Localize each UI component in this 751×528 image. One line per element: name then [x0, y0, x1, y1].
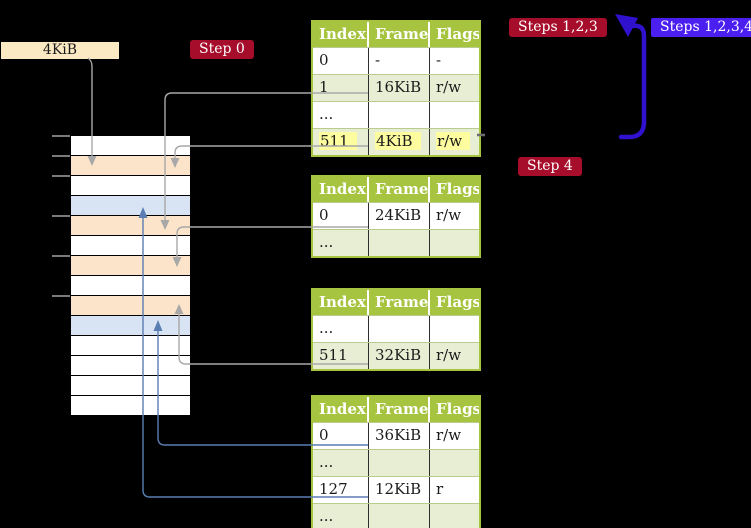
memory-frame-row — [71, 176, 190, 196]
header-frame: Frame — [369, 397, 430, 422]
table-row: ... — [313, 101, 479, 128]
table-row: ... — [313, 315, 479, 342]
memory-frame-row — [71, 216, 190, 236]
cell-index: ... — [313, 230, 369, 256]
badge-step-4: Step 4 — [518, 157, 582, 176]
badge-steps-1-2-3: Steps 1,2,3 — [509, 18, 607, 37]
cell-frame: 24KiB — [369, 203, 430, 229]
memory-frame-row — [71, 156, 190, 176]
cell-frame: 32KiB — [369, 343, 430, 369]
table-row: ... — [313, 229, 479, 256]
header-flags: Flags — [436, 25, 479, 43]
table-row: ... — [313, 449, 479, 476]
cell-frame: 36KiB — [369, 423, 430, 449]
cell-index: 511 — [313, 343, 369, 369]
table-row: 1 16KiB r/w — [313, 74, 479, 101]
badge-steps-1-2-3-4: Steps 1,2,3,4 — [651, 18, 751, 37]
cell-index: 511 — [313, 129, 369, 155]
page-table-3: Index Frame Flags ... 511 32KiB r/w — [311, 288, 481, 371]
arrow-steps-loop — [615, 14, 647, 140]
cell-flags — [430, 102, 479, 128]
cell-flags — [430, 450, 479, 476]
cell-index: ... — [313, 450, 369, 476]
header-index: Index — [313, 177, 369, 202]
cell-frame — [369, 230, 430, 256]
cell-frame — [369, 316, 430, 342]
table-row: 511 32KiB r/w — [313, 342, 479, 369]
cell-index: ... — [313, 504, 369, 528]
frame-size-label: 4KiB — [1, 42, 119, 59]
table-header-row: Index Frame Flags — [313, 177, 479, 202]
table-header-row: Index Frame Flags — [313, 290, 479, 315]
cell-frame — [369, 102, 430, 128]
header-frame: Frame — [369, 177, 430, 202]
page-table-4: Index Frame Flags 0 36KiB r/w ... 127 12… — [311, 395, 481, 528]
memory-frame-row — [71, 296, 190, 316]
cell-frame: 12KiB — [369, 477, 430, 503]
cell-flags: r/w — [436, 206, 462, 224]
cell-flags: r/w — [436, 78, 462, 96]
cell-index: 1 — [313, 75, 369, 101]
header-index: Index — [313, 22, 369, 47]
cell-frame: - — [369, 48, 430, 74]
physical-memory-column — [70, 135, 191, 416]
table-row: ... — [313, 503, 479, 528]
page-table-2: Index Frame Flags 0 24KiB r/w ... — [311, 175, 481, 258]
cell-flags: r — [436, 480, 444, 498]
cell-index: 127 — [313, 477, 369, 503]
memory-frame-row — [71, 356, 190, 376]
cell-index: 0 — [313, 48, 369, 74]
header-index: Index — [313, 397, 369, 422]
table-row: 0 24KiB r/w — [313, 202, 479, 229]
table-header-row: Index Frame Flags — [313, 397, 479, 422]
cell-flags — [430, 316, 479, 342]
cell-index: ... — [313, 316, 369, 342]
cell-flags: - — [436, 51, 442, 69]
header-flags: Flags — [436, 293, 479, 311]
memory-tick-marks — [52, 135, 70, 297]
cell-frame — [369, 504, 430, 528]
header-frame: Frame — [369, 22, 430, 47]
memory-frame-row — [71, 276, 190, 296]
cell-index: 0 — [313, 203, 369, 229]
header-frame: Frame — [369, 290, 430, 315]
cell-index: 0 — [313, 423, 369, 449]
memory-frame-row — [71, 396, 190, 415]
highlight: r/w — [436, 132, 471, 150]
cell-frame: 16KiB — [369, 75, 430, 101]
memory-frame-row — [71, 316, 190, 336]
header-index: Index — [313, 290, 369, 315]
highlight: 4KiB — [375, 132, 421, 150]
table-row: 0 36KiB r/w — [313, 422, 479, 449]
table-row-highlighted: 511 4KiB r/w — [313, 128, 479, 155]
highlight: 511 — [319, 132, 357, 150]
cell-flags: r/w — [436, 426, 462, 444]
memory-frame-row — [71, 196, 190, 216]
memory-frame-row — [71, 236, 190, 256]
cell-frame — [369, 450, 430, 476]
header-flags: Flags — [436, 180, 479, 198]
cell-flags — [430, 504, 479, 528]
cell-flags — [430, 230, 479, 256]
cell-frame: 4KiB — [369, 129, 430, 155]
cell-index: ... — [313, 102, 369, 128]
cell-flags: r/w — [436, 346, 462, 364]
table-row: 127 12KiB r — [313, 476, 479, 503]
header-flags: Flags — [436, 400, 479, 418]
memory-frame-row — [71, 376, 190, 396]
page-table-1: Index Frame Flags 0 - - 1 16KiB r/w ... … — [311, 20, 481, 157]
table-row: 0 - - — [313, 47, 479, 74]
memory-frame-row — [71, 256, 190, 276]
memory-frame-row — [71, 136, 190, 156]
memory-frame-row — [71, 336, 190, 356]
badge-step-0: Step 0 — [190, 40, 254, 59]
cell-flags: r/w — [430, 129, 479, 155]
table-header-row: Index Frame Flags — [313, 22, 479, 47]
